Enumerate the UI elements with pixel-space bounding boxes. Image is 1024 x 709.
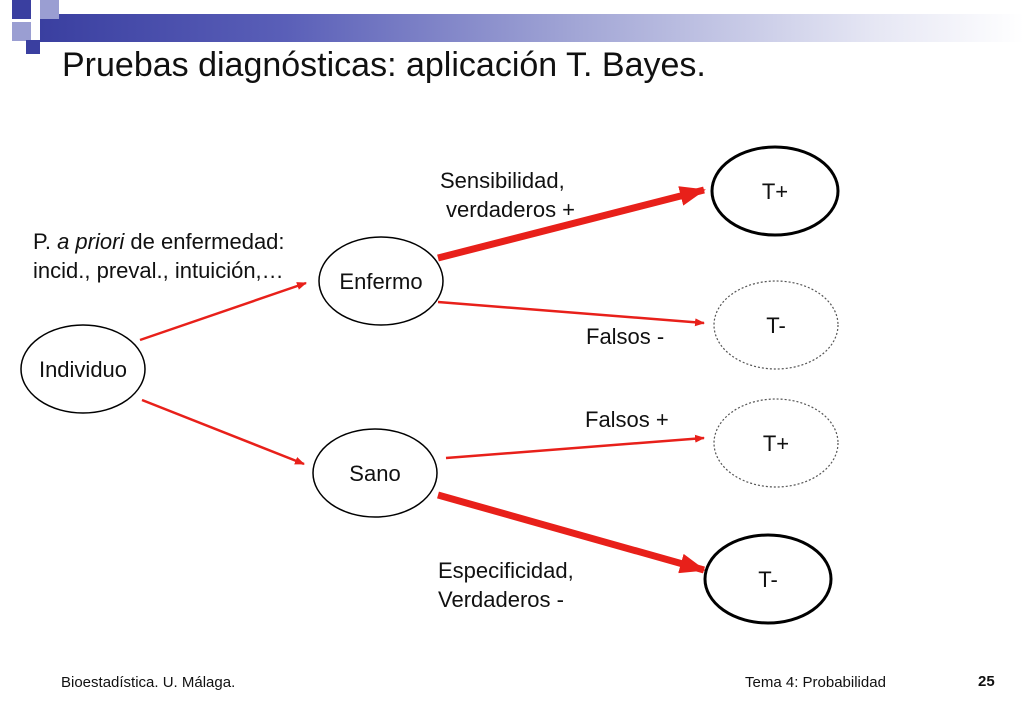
node-label-sano: Sano (349, 461, 401, 486)
node-sano (312, 428, 438, 518)
node-label-t-pos-1: T+ (761, 179, 789, 204)
especificidad-line2: Verdaderos - (438, 587, 564, 612)
falsos-negativos-label: Falsos - (586, 324, 665, 349)
node-t-pos-2 (713, 398, 839, 488)
prior-probability-label: P. a priori de enfermedad: incid., preva… (33, 227, 285, 285)
node-label-individuo: Individuo (38, 357, 128, 382)
slide-title: Pruebas diagnósticas: aplicación T. Baye… (62, 46, 706, 84)
falsos-positivos-label: Falsos + (585, 407, 669, 432)
sensibilidad-line2: verdaderos + (446, 197, 576, 222)
header-gradient-bar (40, 14, 1024, 42)
footer-course: Bioestadística. U. Málaga. (61, 674, 236, 691)
branch-falsos-positivos (445, 434, 705, 460)
header-square-decoration (26, 40, 40, 54)
node-label-t-neg-1: T- (766, 313, 786, 338)
especificidad-label: Especificidad, Verdaderos - (438, 556, 574, 614)
prior-prefix: P. (33, 229, 58, 254)
branch-individuo-sano (141, 398, 305, 466)
page-number: 25 (978, 673, 995, 690)
node-label-t-pos-2: T+ (762, 431, 790, 456)
footer-topic: Tema 4: Probabilidad (745, 674, 886, 691)
sensibilidad-line1: Sensibilidad, (440, 168, 565, 193)
header-square-decoration (12, 22, 31, 41)
node-individuo (20, 324, 146, 414)
branch-sensibilidad (437, 186, 706, 262)
prior-italic: a priori (57, 229, 125, 254)
branch-falsos-negativos (437, 300, 705, 327)
branch-individuo-enfermo (139, 281, 307, 342)
branch-especificidad (437, 491, 706, 574)
node-t-neg-1 (713, 280, 839, 370)
node-label-t-neg-2: T- (758, 567, 778, 592)
prior-suffix: de enfermedad: (124, 229, 285, 254)
especificidad-line1: Especificidad, (438, 558, 574, 583)
node-t-pos-1 (710, 145, 840, 237)
node-t-neg-2 (703, 533, 833, 625)
node-label-enfermo: Enfermo (339, 269, 423, 294)
node-enfermo (318, 236, 444, 326)
prior-line2: incid., preval., intuición,… (33, 258, 284, 283)
sensibilidad-label: Sensibilidad, verdaderos + (440, 166, 575, 224)
header-square-decoration (40, 0, 59, 19)
header-square-decoration (12, 0, 31, 19)
